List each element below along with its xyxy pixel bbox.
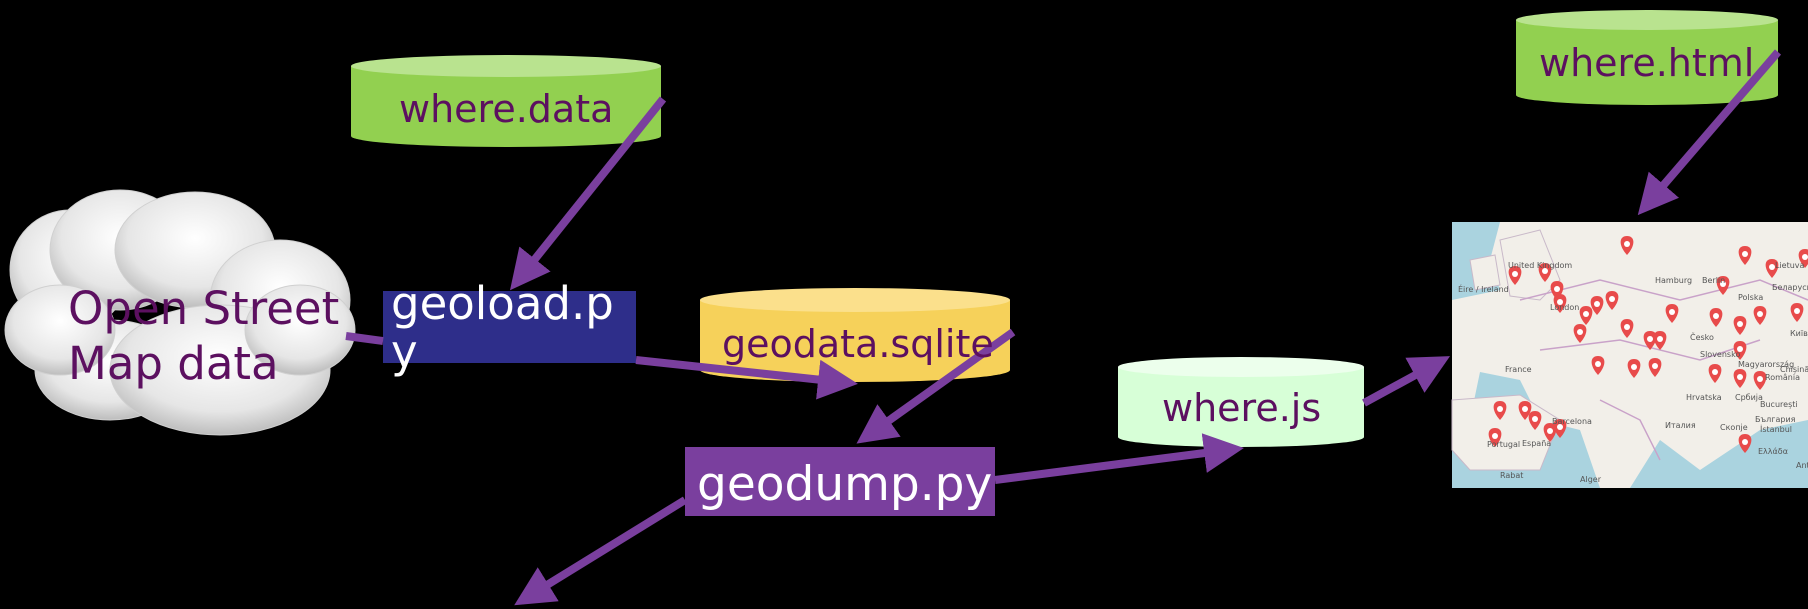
map-pin-dot [1609, 296, 1615, 302]
map-place-label: España [1522, 439, 1551, 448]
where-js-label: where.js [1162, 386, 1322, 430]
arrow-where-js-to-map [1362, 356, 1451, 407]
map-pin-dot [1647, 336, 1653, 342]
map-place-label: Berlin [1702, 276, 1725, 285]
map-place-label: Česko [1690, 331, 1714, 342]
osm-label-line2: Map data [68, 337, 279, 390]
map-pin-dot [1769, 264, 1775, 270]
map-place-label: Chișinău [1780, 365, 1808, 375]
map-pin-dot [1657, 336, 1663, 342]
map-pin-dot [1557, 299, 1563, 305]
arrow-osm-to-geoload [345, 332, 384, 345]
osm-cloud-icon [4, 189, 356, 436]
map-pin-dot [1594, 301, 1600, 307]
map-place-label: Lietuva [1775, 261, 1805, 270]
map-place-label: Polska [1738, 293, 1763, 302]
map-pin-dot [1712, 369, 1718, 375]
map-place-label: București [1760, 400, 1798, 410]
map-place-label: France [1505, 365, 1532, 374]
map-place-label: London [1550, 303, 1579, 312]
map-pin-dot [1512, 271, 1518, 277]
map-pin-dot [1522, 406, 1528, 412]
map-place-label: România [1765, 373, 1800, 382]
map-pin-dot [1757, 311, 1763, 317]
map-pin-dot [1577, 329, 1583, 335]
map-place-label: Hamburg [1655, 276, 1692, 285]
map-place-label: Alger [1580, 475, 1602, 484]
map-place-label: Slovensko [1700, 350, 1740, 359]
map-pin-dot [1742, 439, 1748, 445]
arrow-geoload-to-geodata [635, 356, 858, 400]
arrow-geodump-out [514, 496, 688, 606]
map-place-label: Hrvatska [1686, 393, 1722, 402]
map-pin-dot [1720, 281, 1726, 287]
map-pin-dot [1742, 251, 1748, 257]
map-place-label: България [1755, 415, 1796, 424]
map-place-label: Србија [1735, 393, 1763, 402]
arrow-where-html-to-map [1637, 49, 1782, 216]
map-place-label: Magyarország [1738, 360, 1794, 369]
map-pin-dot [1757, 376, 1763, 382]
map-place-label: Беларусь [1772, 283, 1808, 292]
where-data-cylinder-icon [351, 55, 661, 147]
where-html-cylinder-icon [1516, 10, 1778, 105]
map-pin-dot [1669, 309, 1675, 315]
osm-label-line1: Open Street [68, 282, 340, 335]
map-pin-dot [1624, 324, 1630, 330]
map-pin-dot [1497, 406, 1503, 412]
map-pin-dot [1737, 321, 1743, 327]
map-pin-dot [1532, 416, 1538, 422]
map-pin-dot [1631, 364, 1637, 370]
geodump-label: geodump.py [697, 457, 993, 512]
arrow-where-data-to-geoload [510, 96, 667, 291]
where-js-cylinder-icon [1118, 357, 1364, 447]
map-pin-dot [1542, 268, 1548, 274]
map-pin-dot [1595, 361, 1601, 367]
map-place-label: Éire / Ireland [1458, 283, 1509, 294]
map-place-label: Antaly [1796, 461, 1808, 470]
map-pin-dot [1554, 286, 1560, 292]
map-place-label: United Kingdom [1508, 261, 1572, 270]
map-pin-dot [1583, 311, 1589, 317]
map-pin-dot [1557, 424, 1563, 430]
map-place-label: Италия [1665, 421, 1696, 430]
map-pin-dot [1492, 433, 1498, 439]
map-pin-dot [1802, 254, 1808, 260]
map-place-label: Portugal [1487, 440, 1520, 449]
map-pin-dot [1794, 308, 1800, 314]
map-place-label: Barcelona [1552, 417, 1592, 426]
map-place-label: Київ [1790, 329, 1808, 338]
map-pin-dot [1547, 428, 1553, 434]
map-place-label: Rabat [1500, 471, 1523, 480]
arrow-geodata-to-geodump [856, 328, 1016, 444]
arrow-geodump-to-where-js [994, 433, 1244, 484]
map-place-label: Скопје [1720, 423, 1748, 432]
map-pin-dot [1652, 363, 1658, 369]
geoload-label: geoload.py [391, 277, 614, 378]
geodata-label: geodata.sqlite [722, 322, 994, 366]
map-pin-dot [1624, 241, 1630, 247]
map-place-label: İstanbul [1760, 424, 1792, 434]
map-place-label: Ελλάδα [1758, 447, 1788, 456]
map-pin-dot [1713, 313, 1719, 319]
geoload-box [383, 291, 636, 363]
map-pin-dot [1737, 374, 1743, 380]
map-pin-dot [1737, 346, 1743, 352]
geodump-box [685, 447, 995, 516]
where-data-label: where.data [399, 87, 614, 131]
where-html-label: where.html [1539, 41, 1755, 85]
